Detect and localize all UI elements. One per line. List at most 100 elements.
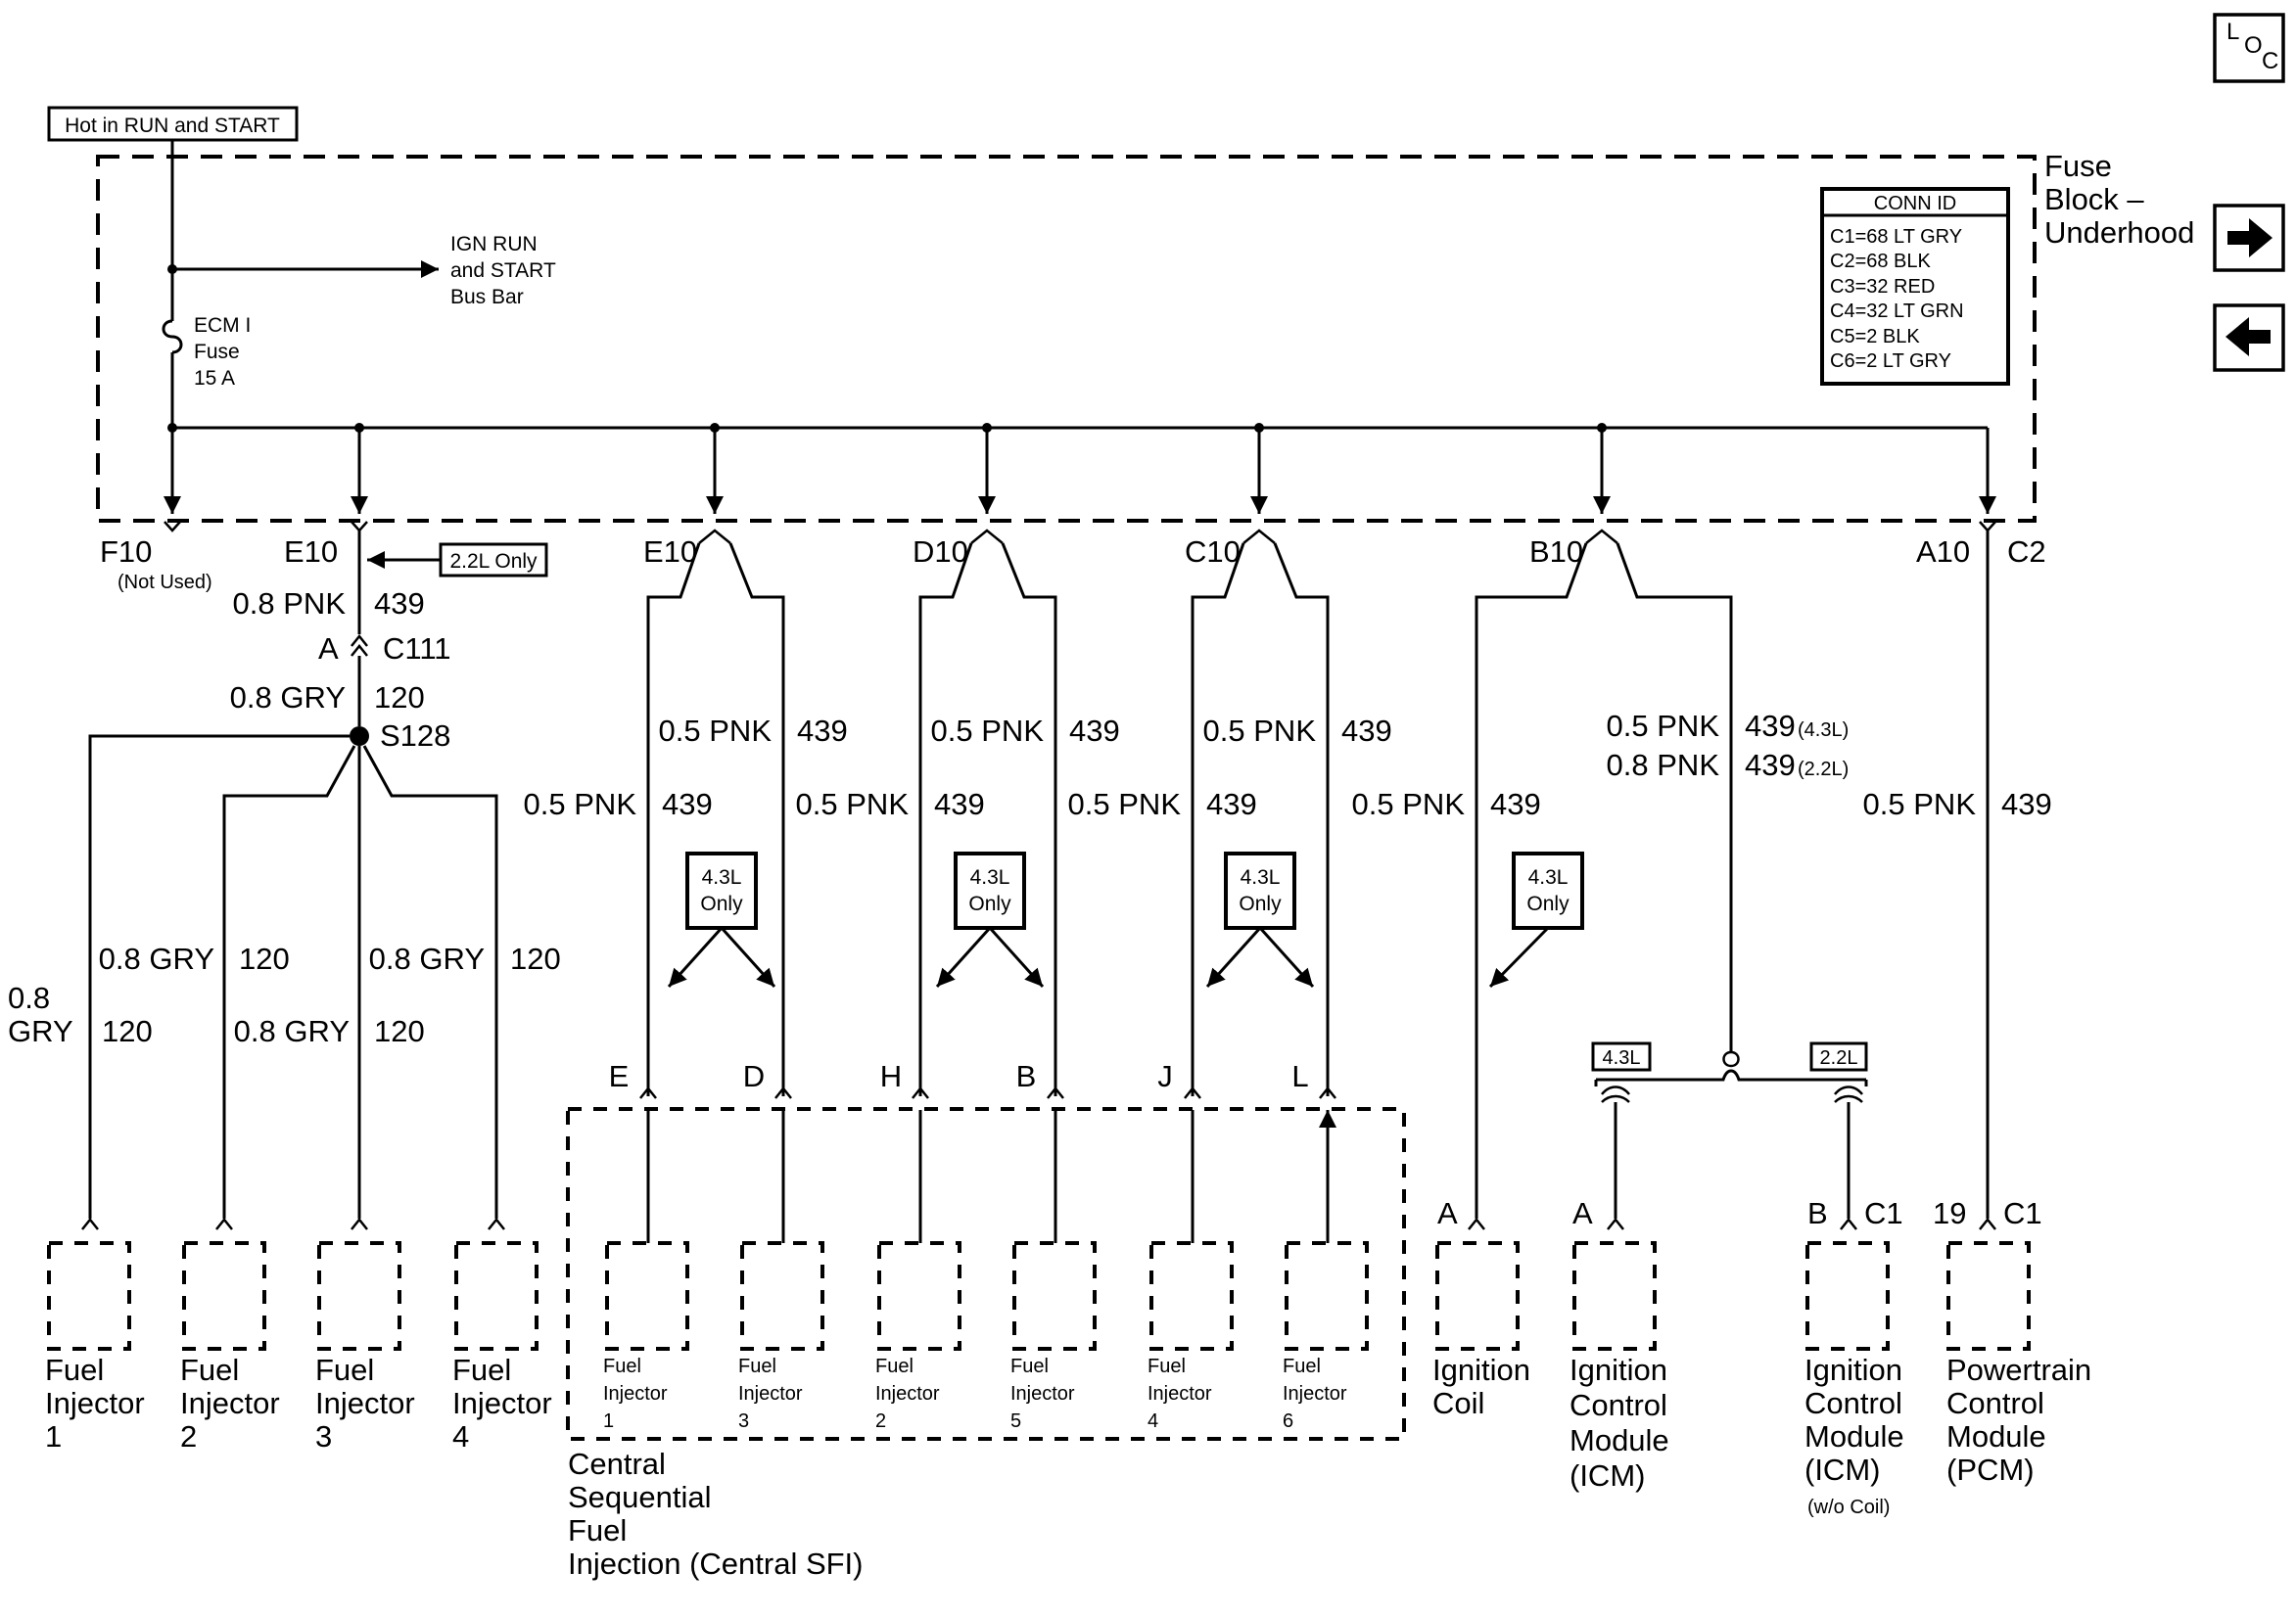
wire-color-b: GRY [8,1014,73,1048]
svg-text:Ignition: Ignition [1570,1353,1667,1387]
circuit-number: 439 [1206,787,1257,821]
prev-page-button[interactable] [2213,303,2285,372]
pin-j: J [1157,1059,1173,1093]
sfi-pin-chevrons [639,1086,1335,1243]
svg-text:Fuel: Fuel [45,1353,104,1387]
svg-text:Fuel: Fuel [315,1353,374,1387]
l22-tag-box [1809,1041,1868,1072]
terminal-f10: F10 [100,534,152,569]
svg-text:Injector: Injector [45,1386,145,1420]
svg-text:Only: Only [1526,893,1570,915]
terminal-d10: D10 [913,534,968,569]
l43-tag: 4.3L [1603,1047,1641,1069]
wire-color: 0.5 PNK [796,787,910,821]
svg-text:4.3L: 4.3L [1241,866,1281,889]
fuel-injector-3: Fuel Injector 3 [315,1241,415,1454]
wire-color: 0.5 PNK [1068,787,1182,821]
conn-id-row: C4=32 LT GRN [1830,300,1964,322]
fuse-block-outline [96,155,2037,523]
svg-text:(PCM): (PCM) [1946,1453,2035,1487]
conn-id-row: C1=68 LT GRY [1830,226,1962,248]
hot-label: Hot in RUN and START [65,115,280,137]
only-22l-label: 2.2L Only [449,550,538,573]
svg-text:Injector: Injector [1010,1383,1075,1405]
svg-text:Module: Module [1570,1423,1669,1457]
svg-text:Fuel: Fuel [603,1356,641,1377]
circuit-number: 439 [374,586,425,621]
wire-color: 0.5 PNK [1203,714,1317,748]
wire-color: 0.8 GRY [234,1014,350,1048]
svg-text:Ignition: Ignition [1432,1353,1530,1387]
wire-color: 0.5 PNK [931,714,1045,748]
svg-text:(ICM): (ICM) [1570,1458,1645,1493]
svg-text:Injector: Injector [452,1386,552,1420]
wire-color: 0.8 PNK [1607,748,1720,782]
only-43l-note: 4.3L Only [1488,852,1584,989]
fuse-block-label-1: Fuse [2044,149,2112,183]
svg-text:2: 2 [875,1410,886,1432]
svg-text:4: 4 [1148,1410,1158,1432]
terminal-e10-left: E10 [284,534,338,569]
svg-text:Only: Only [1239,893,1282,915]
terminal-c10: C10 [1185,534,1241,569]
svg-text:4.3L: 4.3L [702,866,742,889]
pcm-connector [1979,1217,1996,1230]
wire-color: 0.5 PNK [1607,709,1720,743]
wire-color: 0.8 GRY [99,942,214,976]
circuit-number: 439 [662,787,713,821]
central-sfi-outline [566,1107,1406,1441]
c111-pin: A [318,631,339,666]
svg-text:Control: Control [1946,1386,2044,1420]
c111-label: C111 [383,631,451,666]
conn-id-row: C5=2 BLK [1830,326,1920,347]
loc-c-letter: C [2262,48,2278,74]
circuit-number: 439 [934,787,985,821]
sfi-label-4: Injection (Central SFI) [568,1547,864,1581]
circuit-number: 439 [1745,748,1796,782]
next-page-button[interactable] [2213,204,2285,272]
svg-text:Injector: Injector [1283,1383,1347,1405]
svg-text:3: 3 [315,1419,332,1454]
svg-text:4.3L: 4.3L [970,866,1010,889]
svg-text:4.3L: 4.3L [1528,866,1569,889]
circuit-number: 439 [797,714,848,748]
circuit-number: 120 [510,942,561,976]
fuse-block-label-2: Block – [2044,182,2144,216]
sfi-injector: Fuel Injector 1 [603,1241,689,1432]
not-used-label: (Not Used) [117,572,212,593]
fuse-icon [162,319,183,354]
sfi-label-2: Sequential [568,1480,712,1514]
engine-tag: (2.2L) [1798,759,1849,780]
svg-text:Control: Control [1804,1386,1902,1420]
l43-tag-box [1591,1041,1652,1072]
fuel-injector-4: Fuel Injector 4 [452,1241,552,1454]
terminal-a10: A10 [1916,534,1970,569]
wire-color: 0.5 PNK [1863,787,1977,821]
conn-id-title: CONN ID [1874,193,1956,214]
bus-bar-label-2: and START [450,259,556,282]
svg-text:Module: Module [1804,1419,1904,1454]
icm2-pin-b: B [1807,1196,1828,1230]
svg-text:Fuel: Fuel [1010,1356,1049,1377]
circuit-number: 120 [102,1014,153,1048]
fuse-block-label-3: Underhood [2044,215,2194,250]
svg-text:Injector: Injector [1148,1383,1212,1405]
loc-button[interactable]: L O C [2213,13,2285,83]
fuel-injector-1: Fuel Injector 1 [45,1241,145,1454]
sfi-injector: Fuel Injector 3 [738,1241,824,1432]
sfi-injector: Fuel Injector 5 [1010,1241,1097,1432]
engine-tag: (4.3L) [1798,719,1849,741]
svg-text:Fuel: Fuel [1148,1356,1186,1377]
svg-text:Injector: Injector [738,1383,803,1405]
loc-l-letter: L [2226,19,2239,45]
icm-pin-a: A [1572,1196,1593,1230]
ignition-coil: Ignition Coil [1432,1241,1530,1420]
circuit-number: 439 [1490,787,1541,821]
svg-text:Fuel: Fuel [180,1353,239,1387]
fuse-fanout-wires [646,529,1733,1219]
pin-d: D [743,1059,765,1093]
svg-text:6: 6 [1283,1410,1293,1432]
s128-label: S128 [380,718,450,753]
svg-text:1: 1 [45,1419,62,1454]
only-43l-note: 4.3L Only [1205,852,1315,989]
